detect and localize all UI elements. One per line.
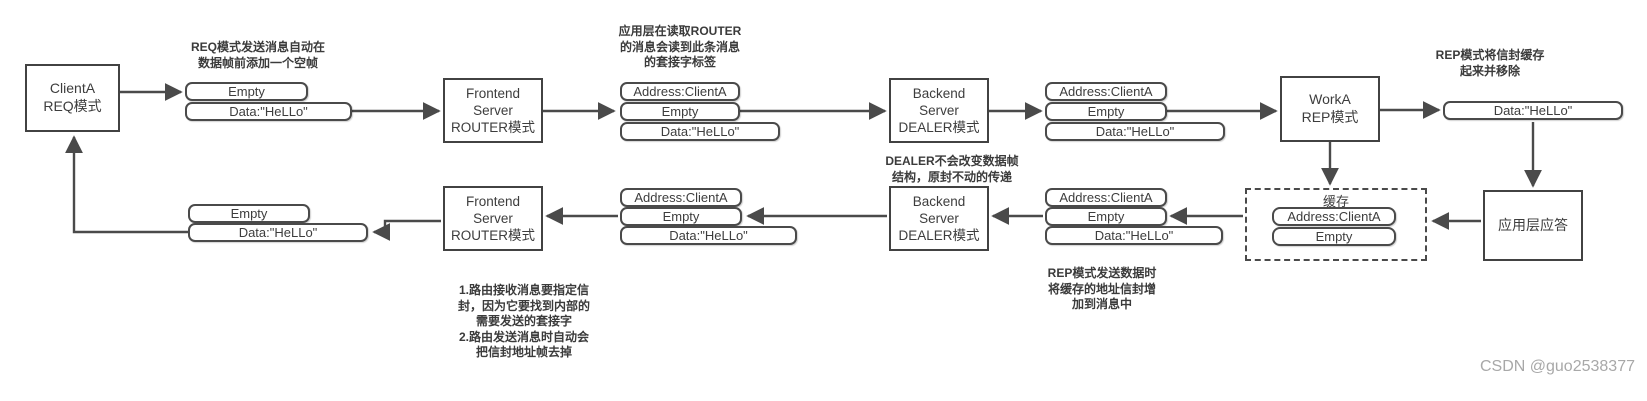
annotation-router-socket-label: 应用层在读取ROUTER 的消息会读到此条消息 的套接字标签: [618, 24, 742, 69]
frame-return-address: Address:ClientA: [620, 188, 742, 207]
frame-req-empty: Empty: [185, 82, 308, 101]
frame-req-data: Data:"HeLLo": [185, 102, 352, 121]
annotation-rep-cache-envelope: REP模式将信封缓存 起来并移除: [1435, 48, 1545, 78]
node-app-layer-reply: 应用层应答: [1483, 190, 1583, 261]
frame-router-empty: Empty: [620, 102, 740, 121]
arrow-replyframes-to-client: [65, 135, 188, 234]
frame-repreply-data: Data:"HeLLo": [1045, 226, 1223, 245]
annotation-rep-send-envelope: REP模式发送数据时 将缓存的地址信封增 加到消息中: [1047, 266, 1157, 311]
frame-reply-empty: Empty: [188, 204, 310, 223]
frame-repreply-address: Address:ClientA: [1045, 188, 1167, 207]
frame-router-address: Address:ClientA: [620, 82, 740, 101]
arrow-frontend-to-replyframes: [372, 219, 441, 241]
node-backend-server-top: Backend Server DEALER模式: [889, 78, 989, 143]
node-client-a: ClientA REQ模式: [25, 64, 120, 132]
csdn-watermark: CSDN @guo2538377: [1479, 358, 1635, 375]
frame-dealer-data: Data:"HeLLo": [1045, 122, 1225, 141]
frame-rep-in-data: Data:"HeLLo": [1443, 101, 1623, 120]
frame-return-empty: Empty: [620, 207, 742, 226]
node-frontend-server-top: Frontend Server ROUTER模式: [443, 78, 543, 143]
frame-repreply-empty: Empty: [1045, 207, 1167, 226]
frame-dealer-empty: Empty: [1045, 102, 1167, 121]
cache-title: 缓存: [1322, 194, 1349, 209]
annotation-dealer-passthrough: DEALER不会改变数据帧 结构，原封不动的传递: [885, 154, 1019, 184]
frame-dealer-address: Address:ClientA: [1045, 82, 1167, 101]
node-frontend-server-bottom: Frontend Server ROUTER模式: [443, 186, 543, 251]
annotation-req-empty-frame: REQ模式发送消息自动在 数据帧前添加一个空帧: [190, 40, 325, 70]
node-work-a: WorkA REP模式: [1280, 76, 1380, 142]
annotation-router-rules: 1.路由接收消息要指定信 封，因为它要找到内部的 需要发送的套接字 2.路由发送…: [457, 283, 590, 359]
frame-return-data: Data:"HeLLo": [620, 226, 797, 245]
frame-router-data: Data:"HeLLo": [620, 122, 780, 141]
node-backend-server-bottom: Backend Server DEALER模式: [889, 186, 989, 251]
cache-frame-empty: Empty: [1272, 227, 1396, 246]
frame-reply-data: Data:"HeLLo": [188, 223, 368, 242]
cache-frame-address: Address:ClientA: [1272, 207, 1396, 226]
